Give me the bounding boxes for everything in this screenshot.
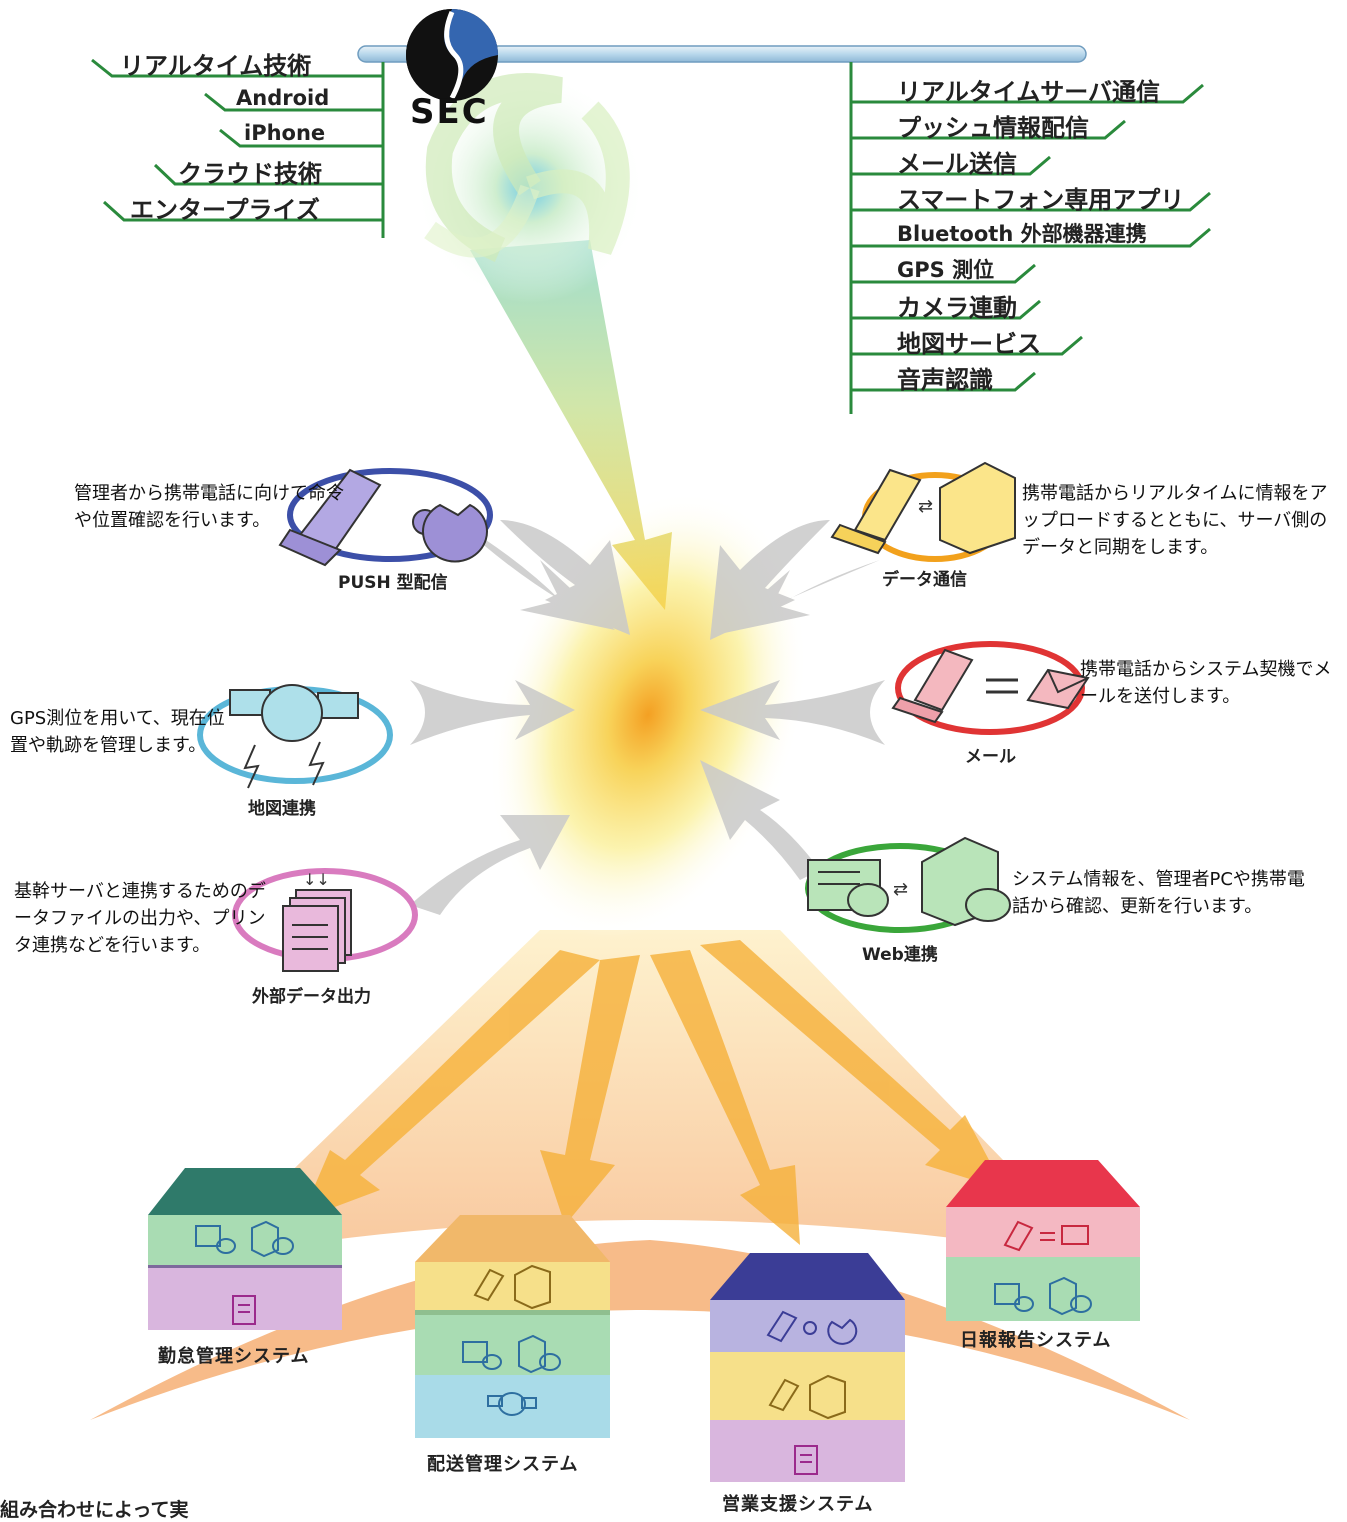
data-label: データ通信 (882, 570, 967, 590)
right-tech-item: メール送信 (897, 150, 1017, 178)
stack-eigyo (710, 1253, 905, 1482)
top-bar (357, 45, 1087, 63)
output-description: 基幹サーバと連携するためのデータファイルの出力や、プリンタ連携などを行います。 (14, 881, 266, 956)
sec-logo (406, 9, 498, 101)
mail-graphic (891, 641, 1090, 735)
base-glow (200, 930, 1100, 1260)
stack-nippo (946, 1160, 1140, 1321)
right-tech-item: 音声認識 (897, 366, 993, 394)
stack-kintai (148, 1168, 342, 1330)
svg-text:⇄: ⇄ (918, 496, 933, 517)
left-tech-item: クラウド技術 (178, 160, 322, 188)
map-label: 地図連携 (248, 799, 316, 819)
output-graphic: ↓↓ (232, 868, 418, 972)
output-label: 外部データ出力 (252, 987, 371, 1007)
right-tech-item: GPS 測位 (897, 258, 995, 282)
system-arrows (300, 940, 1005, 1245)
right-tech-tree (849, 62, 1211, 414)
system-label-nippo: 日報報告システム (960, 1330, 1112, 1351)
web-description: システム情報を、管理者PCや携帯電話から確認、更新を行います。 (1012, 869, 1305, 917)
footer-text: 組み合わせによって実 (0, 1499, 189, 1521)
right-tech-item: Bluetooth 外部機器連携 (897, 222, 1147, 246)
right-tech-item: カメラ連動 (897, 294, 1017, 322)
left-tech-item: Android (236, 86, 330, 110)
data-graphic: ⇄ (830, 461, 1016, 562)
top-beam (470, 240, 672, 610)
system-label-eigyo: 営業支援システム (722, 1494, 874, 1515)
left-tech-tree (91, 58, 385, 238)
push-description: 管理者から携帯電話に向けて命令や位置確認を行います。 (74, 483, 344, 531)
system-label-kintai: 勤怠管理システム (158, 1346, 310, 1367)
swirl-graphic (415, 73, 645, 303)
web-graphic: ⇄ (805, 836, 1011, 933)
right-tech-item: リアルタイムサーバ通信 (897, 78, 1161, 106)
right-tech-item: スマートフォン専用アプリ (897, 186, 1185, 214)
right-tech-item: プッシュ情報配信 (897, 114, 1089, 142)
left-tech-item: リアルタイム技術 (120, 52, 312, 80)
map-graphic (197, 684, 393, 789)
sec-logo-text: SEC (410, 92, 489, 132)
left-tech-item: iPhone (244, 121, 326, 145)
svg-text:⇄: ⇄ (893, 879, 908, 900)
system-label-haiso: 配送管理システム (427, 1454, 579, 1475)
web-label: Web連携 (862, 945, 938, 965)
map-description: GPS測位を用いて、現在位置や軌跡を管理します。 (10, 708, 225, 756)
mail-label: メール (965, 747, 1016, 767)
svg-text:↓↓: ↓↓ (303, 870, 330, 889)
left-tech-item: エンタープライズ (130, 196, 320, 224)
mail-description: 携帯電話からシステム契機でメールを送付します。 (1080, 659, 1332, 707)
data-description: 携帯電話からリアルタイムに情報をアップロードするとともに、サーバ側のデータと同期… (1022, 483, 1328, 558)
push-graphic (278, 468, 493, 567)
push-label: PUSH 型配信 (338, 573, 448, 593)
input-arrows (410, 520, 885, 915)
right-tech-item: 地図サービス (897, 330, 1041, 358)
stack-haiso (415, 1215, 610, 1438)
